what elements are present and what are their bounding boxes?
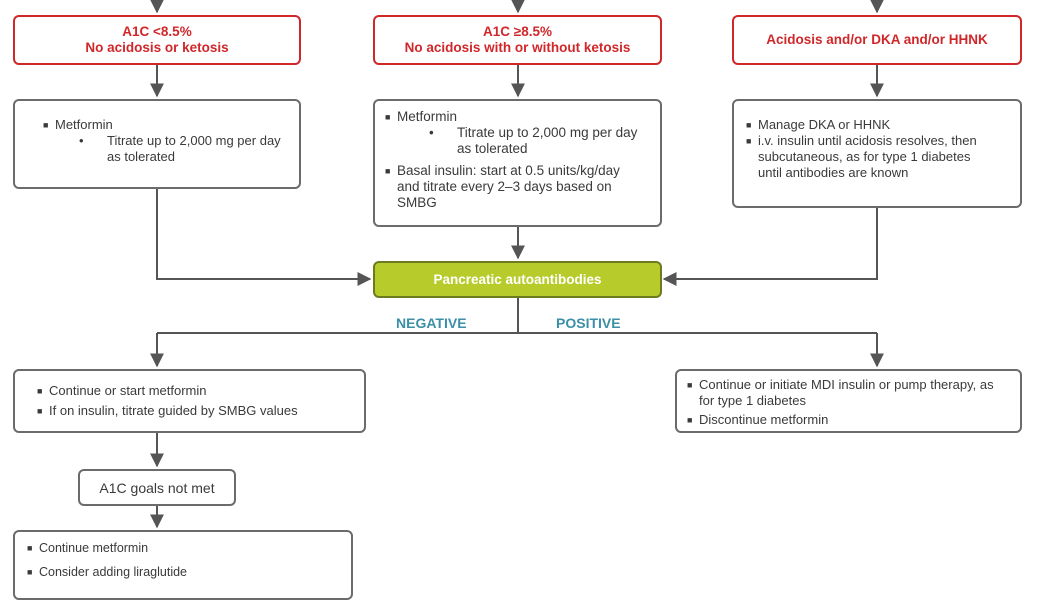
iv-insulin-line-2: subcutaneous, as for type 1 diabetes [758,149,971,164]
acidosis-dka-hhnk-label: Acidosis and/or DKA and/or HHNK [766,32,988,47]
bottom-treatment-box: ■ Continue metformin ■ Consider adding l… [13,530,353,600]
no-acidosis-with-ketosis-label: No acidosis with or without ketosis [404,40,631,55]
titrate-line-2: as tolerated [107,149,175,164]
positive-treatment-box: ■ Continue or initiate MDI insulin or pu… [675,369,1022,433]
titrate-line-1: Titrate up to 2,000 mg per day [107,133,281,148]
negative-label: NEGATIVE [396,315,467,331]
basal-insulin-line-3: SMBG [397,195,437,210]
titrate-line-2: as tolerated [457,141,528,156]
bullet-icon: ■ [37,386,43,396]
discontinue-metformin-item: Discontinue metformin [699,412,829,427]
bullet-icon: ■ [687,380,693,390]
middle-treatment-box: ■ Metformin • Titrate up to 2,000 mg per… [373,99,662,227]
iv-insulin-line-1: i.v. insulin until acidosis resolves, th… [758,133,977,148]
right-treatment-box: ■ Manage DKA or HHNK ■ i.v. insulin unti… [732,99,1022,208]
a1c-above-8-5-label: A1C ≥8.5% [483,24,552,39]
acidosis-dka-hhnk-box: Acidosis and/or DKA and/or HHNK [732,15,1022,65]
bullet-icon: ■ [687,415,693,425]
bullet-icon: ■ [746,120,752,130]
positive-label: POSITIVE [556,315,621,331]
basal-insulin-line-2: and titrate every 2–3 days based on [397,179,612,194]
consider-liraglutide-item: Consider adding liraglutide [39,565,188,579]
iv-insulin-line-3: until antibodies are known [758,165,909,180]
a1c-goals-not-met-label: A1C goals not met [99,479,215,496]
titrate-line-1: Titrate up to 2,000 mg per day [457,125,638,140]
pancreatic-autoantibodies-box: Pancreatic autoantibodies [373,261,662,298]
metformin-item: Metformin [397,109,458,124]
continue-metformin-item: Continue metformin [39,541,149,555]
titrate-smbg-item: If on insulin, titrate guided by SMBG va… [49,403,298,418]
pancreatic-autoantibodies-label: Pancreatic autoantibodies [433,271,602,287]
metformin-item: Metformin [55,117,113,132]
bullet-icon: ■ [746,136,752,146]
connector-arrows [150,0,884,529]
mdi-insulin-line-2: for type 1 diabetes [699,393,806,408]
bullet-icon: ■ [385,166,391,176]
no-acidosis-ketosis-label: No acidosis or ketosis [85,40,229,55]
bullet-icon: ■ [27,567,33,577]
continue-start-metformin-item: Continue or start metformin [49,383,207,398]
a1c-below-8-5-box: A1C <8.5% No acidosis or ketosis [13,15,301,65]
a1c-above-8-5-box: A1C ≥8.5% No acidosis with or without ke… [373,15,662,65]
bullet-icon: ■ [37,406,43,416]
negative-treatment-box: ■ Continue or start metformin ■ If on in… [13,369,366,433]
left-treatment-box: ■ Metformin • Titrate up to 2,000 mg per… [13,99,301,189]
manage-dka-item: Manage DKA or HHNK [758,117,891,132]
a1c-below-8-5-label: A1C <8.5% [122,24,192,39]
sub-bullet-icon: • [79,133,84,148]
bullet-icon: ■ [43,120,49,130]
bullet-icon: ■ [385,112,391,122]
bullet-icon: ■ [27,543,33,553]
basal-insulin-line-1: Basal insulin: start at 0.5 units/kg/day [397,163,620,178]
mdi-insulin-line-1: Continue or initiate MDI insulin or pump… [699,377,994,392]
sub-bullet-icon: • [429,125,434,140]
a1c-goals-not-met-box: A1C goals not met [78,469,236,506]
